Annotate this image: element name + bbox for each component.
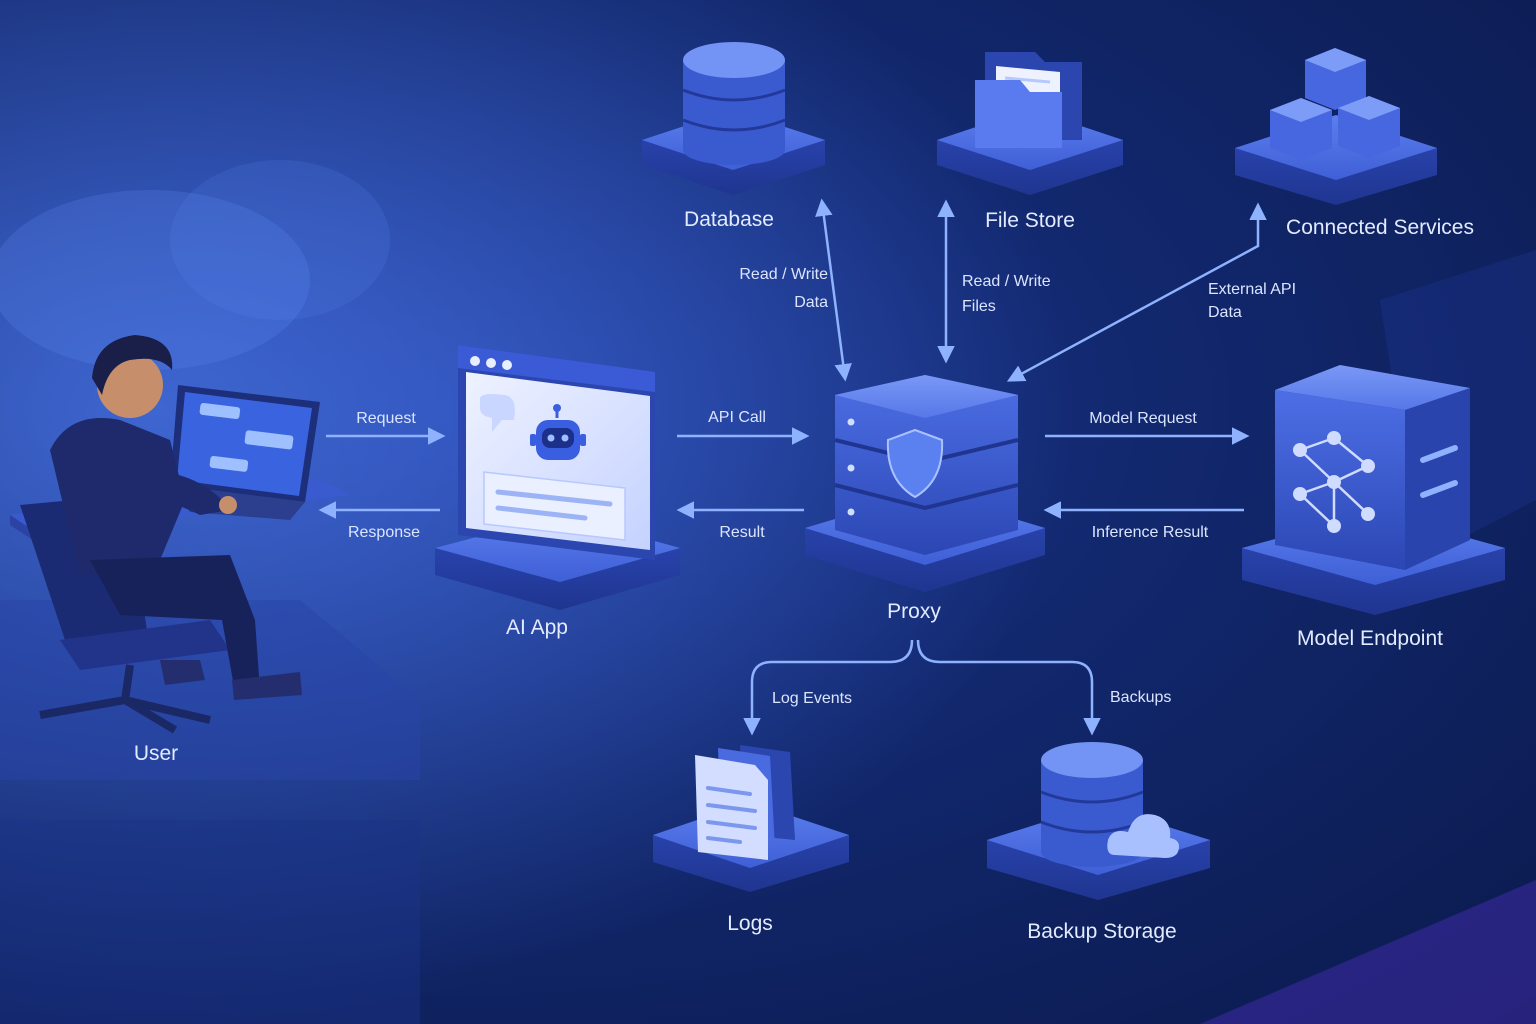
database-cloud-icon (1040, 742, 1179, 867)
user-label: User (134, 742, 178, 765)
edge-label-ext-api-2: Data (1208, 304, 1242, 321)
database-icon (682, 42, 786, 165)
edge-label-api-call: API Call (708, 409, 766, 426)
edge-label-model-request: Model Request (1089, 410, 1197, 427)
edge-label-response: Response (348, 524, 420, 541)
edge-label-backups: Backups (1110, 689, 1171, 706)
edge-label-db-rw-2: Data (794, 294, 828, 311)
connected-services-label: Connected Services (1286, 216, 1474, 239)
edge-label-fs-rw-1: Read / Write (962, 273, 1051, 290)
user-node: User (0, 335, 420, 780)
person-icon (50, 335, 302, 700)
edge-label-request: Request (356, 410, 416, 427)
arrow-backups (916, 639, 1101, 736)
proxy-node: Proxy (805, 375, 1045, 623)
robot-icon (530, 404, 586, 460)
model-endpoint-node: Model Endpoint (1242, 365, 1505, 650)
edge-labels: Request Response API Call Result Model R… (348, 266, 1296, 707)
database-node: Database (642, 42, 825, 231)
database-label: Database (684, 208, 774, 231)
edge-label-ext-api-1: External API (1208, 281, 1296, 298)
ai-app-node: AI App (435, 345, 680, 639)
backup-storage-node: Backup Storage (987, 742, 1210, 943)
arrow-log-events (743, 639, 914, 736)
edge-label-log-events: Log Events (772, 690, 852, 707)
documents-icon (695, 745, 795, 860)
logs-node: Logs (653, 745, 849, 935)
edge-label-db-rw-1: Read / Write (739, 266, 828, 283)
app-window-icon (458, 345, 655, 560)
arrow-connected-services (1006, 202, 1267, 382)
file-store-label: File Store (985, 209, 1075, 232)
connected-services-node: Connected Services (1235, 48, 1474, 239)
logs-label: Logs (727, 912, 773, 935)
edge-label-result: Result (719, 524, 765, 541)
model-endpoint-label: Model Endpoint (1297, 627, 1443, 650)
server-shield-icon (834, 375, 1019, 555)
folder-icon (975, 52, 1082, 148)
ai-app-label: AI App (506, 616, 568, 639)
connectors (318, 198, 1267, 736)
neural-network-icon (1275, 365, 1470, 570)
proxy-label: Proxy (887, 600, 941, 623)
backup-storage-label: Backup Storage (1027, 920, 1176, 943)
laptop-icon (170, 385, 320, 520)
edge-label-fs-rw-2: Files (962, 298, 996, 315)
cubes-icon (1270, 48, 1400, 160)
arrow-database (815, 198, 852, 382)
chair-icon (20, 498, 230, 734)
edge-label-inference-result: Inference Result (1092, 524, 1209, 541)
